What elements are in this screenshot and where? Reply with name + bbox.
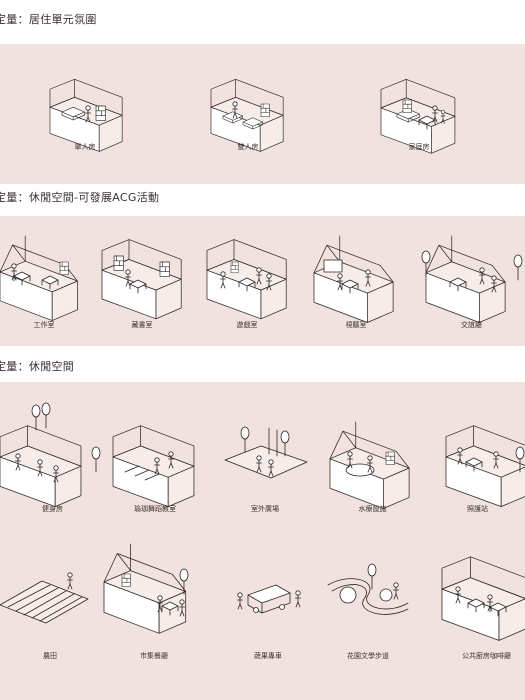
- tile-av-room: 視聽室: [310, 232, 402, 336]
- tile-studio: 工作室: [0, 232, 88, 336]
- label-family-room: 家庭房: [408, 143, 430, 151]
- care-station-icon: [445, 425, 525, 508]
- gym-icon: [0, 402, 101, 508]
- av-room-icon: [313, 235, 394, 323]
- label-farmland: 農田: [43, 652, 57, 660]
- tile-yoga-dance-studio: 瑜珈舞蹈教室: [105, 408, 205, 518]
- tile-garden-literary-trail: 花園文學步道: [318, 555, 418, 665]
- label-studio: 工作室: [33, 321, 55, 329]
- lounge-icon: [421, 235, 523, 323]
- produce-truck-icon: [237, 584, 301, 614]
- yoga-dance-studio-icon: [112, 425, 195, 508]
- label-library: 藏書室: [131, 321, 153, 329]
- spa-facility-icon: [329, 421, 410, 509]
- public-kitchen-cafe-icon: [441, 556, 525, 641]
- tile-single-room: 單人房: [40, 70, 130, 158]
- tile-market-restaurant: 市集餐廳: [100, 540, 208, 665]
- section-panel-3: [0, 382, 525, 700]
- label-double-room: 雙人房: [237, 143, 259, 151]
- tile-gym: 健身房: [0, 402, 105, 518]
- tile-library: 藏書室: [98, 232, 186, 336]
- family-room-icon: [380, 79, 456, 154]
- label-lounge: 交誼廳: [461, 321, 482, 329]
- garden-literary-trail-icon: [327, 563, 409, 615]
- section-heading-3: 定量：休閒空間: [0, 360, 75, 373]
- tile-lounge: 交誼廳: [418, 232, 525, 336]
- studio-icon: [0, 235, 78, 321]
- outdoor-plaza-icon: [224, 426, 308, 479]
- label-single-room: 單人房: [74, 143, 96, 151]
- label-spa-facility: 水療設施: [358, 505, 387, 513]
- market-restaurant-icon: [103, 543, 189, 634]
- label-outdoor-plaza: 室外廣場: [251, 505, 279, 513]
- label-care-station: 照護站: [467, 505, 488, 513]
- tile-spa-facility: 水療設施: [320, 408, 425, 518]
- section-heading-1: 定量：居住單元氛圍: [0, 13, 97, 26]
- farmland-icon: [0, 572, 89, 624]
- label-game-room: 遊戲室: [236, 321, 258, 329]
- section-heading-2: 定量：休閒空間-可發展ACG活動: [0, 191, 160, 204]
- single-room-icon: [49, 78, 123, 152]
- tile-family-room: 家庭房: [373, 70, 465, 158]
- tile-public-kitchen-cafe: 公共廚房咖啡廳: [428, 545, 525, 665]
- tile-farmland: 農田: [0, 545, 100, 665]
- library-icon: [101, 239, 182, 320]
- label-av-room: 視聽室: [345, 321, 367, 329]
- double-room-icon: [210, 78, 284, 152]
- label-gym: 健身房: [42, 505, 63, 513]
- label-produce-truck: 蔬果專車: [254, 652, 282, 660]
- label-market-restaurant: 市集餐廳: [140, 652, 168, 660]
- tile-care-station: 照護站: [430, 408, 525, 518]
- game-room-icon: [206, 239, 287, 320]
- tile-double-room: 雙人房: [203, 70, 293, 158]
- label-public-kitchen-cafe: 公共廚房咖啡廳: [462, 652, 511, 660]
- label-yoga-dance-studio: 瑜珈舞蹈教室: [134, 505, 176, 513]
- tile-game-room: 遊戲室: [203, 232, 291, 336]
- tile-produce-truck: 蔬果專車: [218, 565, 318, 665]
- label-garden-literary-trail: 花園文學步道: [347, 652, 389, 660]
- tile-outdoor-plaza: 室外廣場: [215, 408, 315, 518]
